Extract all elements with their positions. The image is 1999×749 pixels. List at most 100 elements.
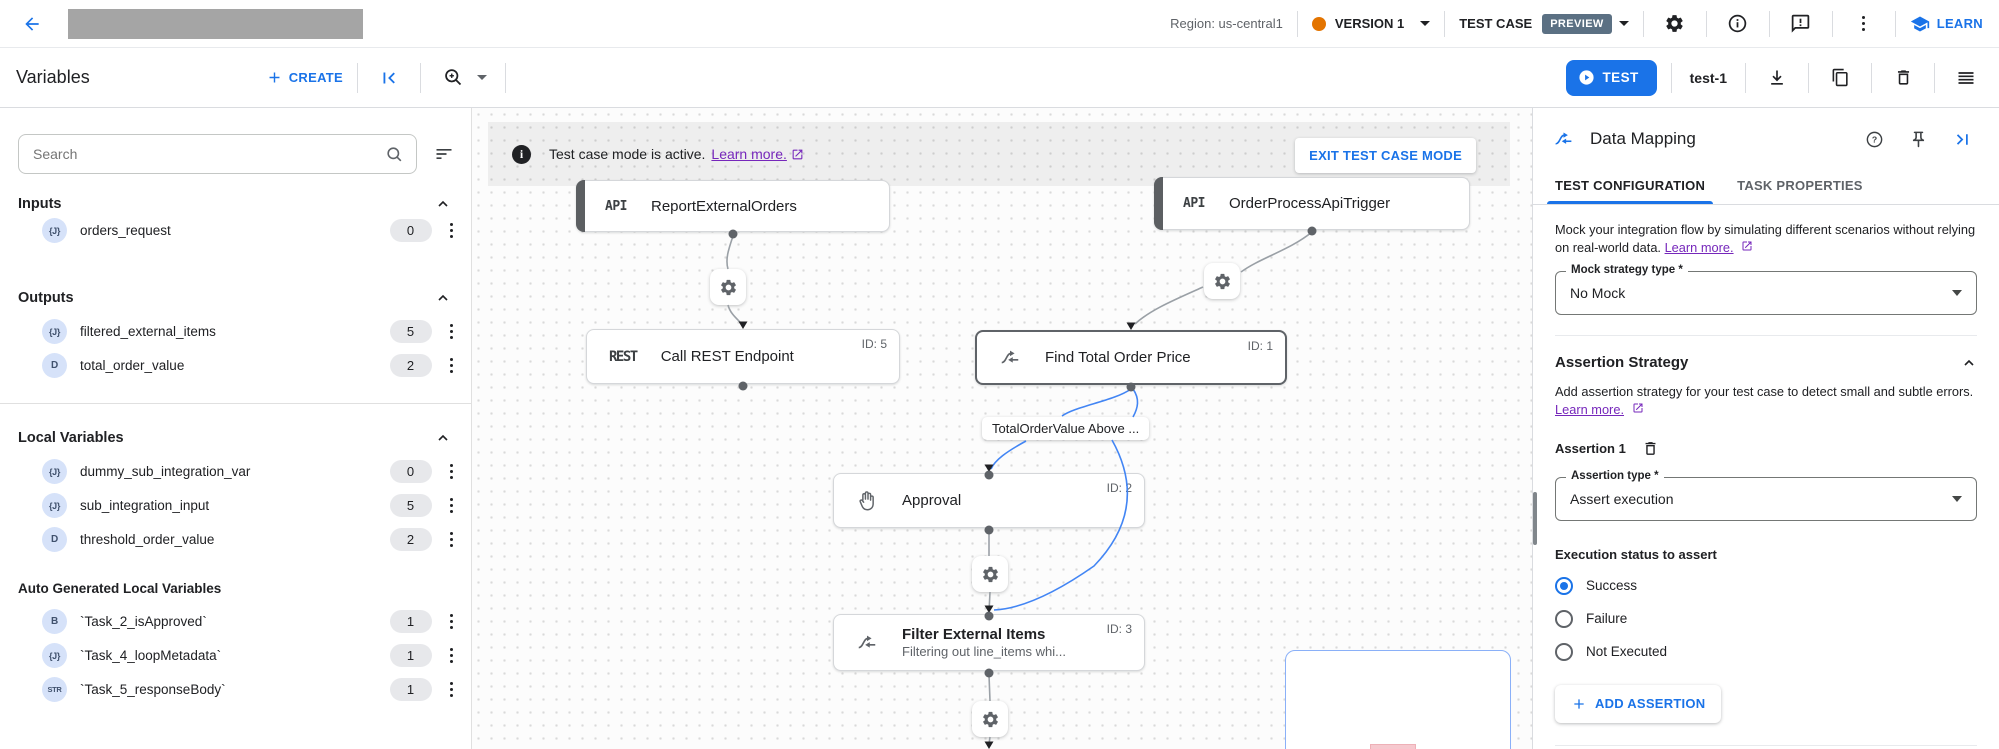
variable-row[interactable]: D threshold_order_value 2: [0, 524, 471, 555]
gear-icon: [982, 711, 998, 727]
radio-button[interactable]: [1555, 609, 1573, 628]
learn-label: LEARN: [1936, 16, 1983, 31]
collapse-sidebar-button[interactable]: [372, 61, 406, 95]
menu-button[interactable]: [1949, 61, 1983, 95]
flow-canvas[interactable]: i Test case mode is active. Learn more. …: [472, 108, 1532, 749]
radio-not-executed[interactable]: Not Executed: [1555, 642, 1977, 661]
back-button[interactable]: [16, 8, 48, 40]
chevron-down-icon: [1618, 21, 1629, 26]
variable-row[interactable]: {J} dummy_sub_integration_var 0: [0, 456, 471, 487]
assertion-type-select[interactable]: Assertion type * Assert execution: [1555, 469, 1977, 521]
delete-button[interactable]: [1886, 61, 1920, 95]
info-button[interactable]: [1721, 7, 1755, 41]
tab-test-configuration[interactable]: TEST CONFIGURATION: [1539, 166, 1721, 204]
variable-row[interactable]: B `Task_2_isApproved` 1: [0, 606, 471, 637]
separator: [1296, 10, 1298, 37]
node-report-external-orders[interactable]: API ReportExternalOrders: [576, 180, 890, 232]
info-icon: i: [512, 144, 531, 164]
version-status-dot: [1311, 16, 1326, 31]
chevron-up-icon[interactable]: [1961, 355, 1977, 371]
radio-success[interactable]: Success: [1555, 576, 1977, 595]
edge-gear-button[interactable]: [1204, 263, 1240, 299]
create-variable-button[interactable]: CREATE: [266, 69, 343, 86]
pin-button[interactable]: [1901, 122, 1935, 156]
test-button[interactable]: TEST: [1565, 59, 1657, 96]
variable-menu-button[interactable]: [446, 528, 458, 552]
usage-count-badge: 0: [389, 219, 432, 242]
variable-menu-button[interactable]: [446, 219, 458, 243]
tab-task-properties[interactable]: TASK PROPERTIES: [1737, 178, 1863, 193]
radio-button[interactable]: [1555, 642, 1573, 661]
arrow-back-icon: [25, 16, 39, 31]
node-approval[interactable]: Approval ID: 2: [833, 473, 1145, 528]
section-inputs-header[interactable]: Inputs: [0, 196, 471, 212]
sort-button[interactable]: [427, 137, 461, 171]
collapse-panel-button[interactable]: [1945, 122, 1979, 156]
variable-menu-button[interactable]: [446, 494, 458, 518]
variable-row[interactable]: {J} filtered_external_items 5: [0, 316, 471, 347]
settings-button[interactable]: [1658, 7, 1692, 41]
node-id: ID: 3: [1106, 622, 1132, 636]
variable-row[interactable]: STR `Task_5_responseBody` 1: [0, 674, 471, 705]
usage-count-badge: 5: [389, 494, 432, 517]
test-case-selector[interactable]: TEST CASE PREVIEW: [1459, 13, 1629, 34]
exit-test-case-mode-button[interactable]: EXIT TEST CASE MODE: [1295, 138, 1476, 173]
trash-icon[interactable]: [1642, 440, 1659, 457]
search-icon: [387, 146, 402, 161]
node-title: Find Total Order Price: [1045, 349, 1191, 366]
edge-gear-button[interactable]: [972, 556, 1008, 592]
node-title: ReportExternalOrders: [650, 197, 797, 215]
radio-failure[interactable]: Failure: [1555, 609, 1977, 628]
assertion-item-label: Assertion 1: [1555, 440, 1626, 456]
variable-row[interactable]: D total_order_value 2: [0, 350, 471, 381]
assertion-learn-more-link[interactable]: Learn more.: [1555, 402, 1624, 418]
edge-condition-label[interactable]: TotalOrderValue Above ...: [982, 417, 1150, 440]
copy-button[interactable]: [1823, 61, 1857, 95]
node-order-process-api-trigger[interactable]: API OrderProcessApiTrigger: [1154, 177, 1470, 230]
search-box[interactable]: [18, 134, 417, 174]
download-button[interactable]: [1760, 61, 1794, 95]
kebab-icon: [1858, 12, 1870, 36]
rest-task-icon: REST: [609, 348, 638, 365]
version-selector[interactable]: VERSION 1: [1311, 16, 1431, 31]
more-options-button[interactable]: [1847, 7, 1881, 41]
section-title: Auto Generated Local Variables: [18, 581, 222, 596]
edge-gear-button[interactable]: [972, 701, 1008, 737]
node-title: Approval: [902, 492, 962, 509]
section-title: Inputs: [18, 196, 62, 212]
mock-learn-more-link[interactable]: Learn more.: [1664, 240, 1734, 256]
variable-menu-button[interactable]: [446, 678, 458, 702]
separator: [1808, 62, 1809, 93]
mock-strategy-select[interactable]: Mock strategy type * No Mock: [1555, 264, 1977, 316]
variable-menu-button[interactable]: [446, 460, 458, 484]
edge-gear-button[interactable]: [710, 269, 746, 305]
node-find-total-order-price[interactable]: Find Total Order Price ID: 1: [975, 330, 1287, 385]
variable-menu-button[interactable]: [446, 320, 458, 344]
variable-row[interactable]: {J} `Task_4_loopMetadata` 1: [0, 640, 471, 671]
sub-integration-frame[interactable]: [1285, 650, 1511, 749]
learn-button[interactable]: LEARN: [1910, 14, 1983, 34]
variable-menu-button[interactable]: [446, 354, 458, 378]
divider: [1555, 744, 1977, 746]
gear-icon: [720, 279, 736, 295]
help-button[interactable]: ?: [1857, 122, 1891, 156]
node-id: ID: 1: [1247, 339, 1273, 353]
gear-icon: [1214, 273, 1230, 289]
add-assertion-button[interactable]: ADD ASSERTION: [1555, 684, 1722, 723]
node-filter-external-items[interactable]: Filter External Items Filtering out line…: [833, 614, 1145, 671]
data-mapping-icon: [999, 347, 1021, 369]
variable-menu-button[interactable]: [446, 644, 458, 668]
section-outputs-header[interactable]: Outputs: [0, 290, 471, 306]
banner-learn-more-link[interactable]: Learn more.: [711, 146, 787, 162]
panel-scrollbar[interactable]: [1533, 492, 1537, 545]
node-call-rest-endpoint[interactable]: REST Call REST Endpoint ID: 5: [586, 329, 900, 384]
feedback-button[interactable]: [1784, 7, 1818, 41]
variable-row[interactable]: {J} orders_request 0: [0, 215, 471, 246]
radio-label: Success: [1586, 578, 1638, 594]
variable-menu-button[interactable]: [446, 610, 458, 634]
zoom-control[interactable]: [439, 63, 491, 92]
radio-button-checked[interactable]: [1555, 576, 1573, 595]
search-input[interactable]: [33, 146, 385, 162]
section-locals-header[interactable]: Local Variables: [0, 430, 471, 446]
variable-row[interactable]: {J} sub_integration_input 5: [0, 490, 471, 521]
